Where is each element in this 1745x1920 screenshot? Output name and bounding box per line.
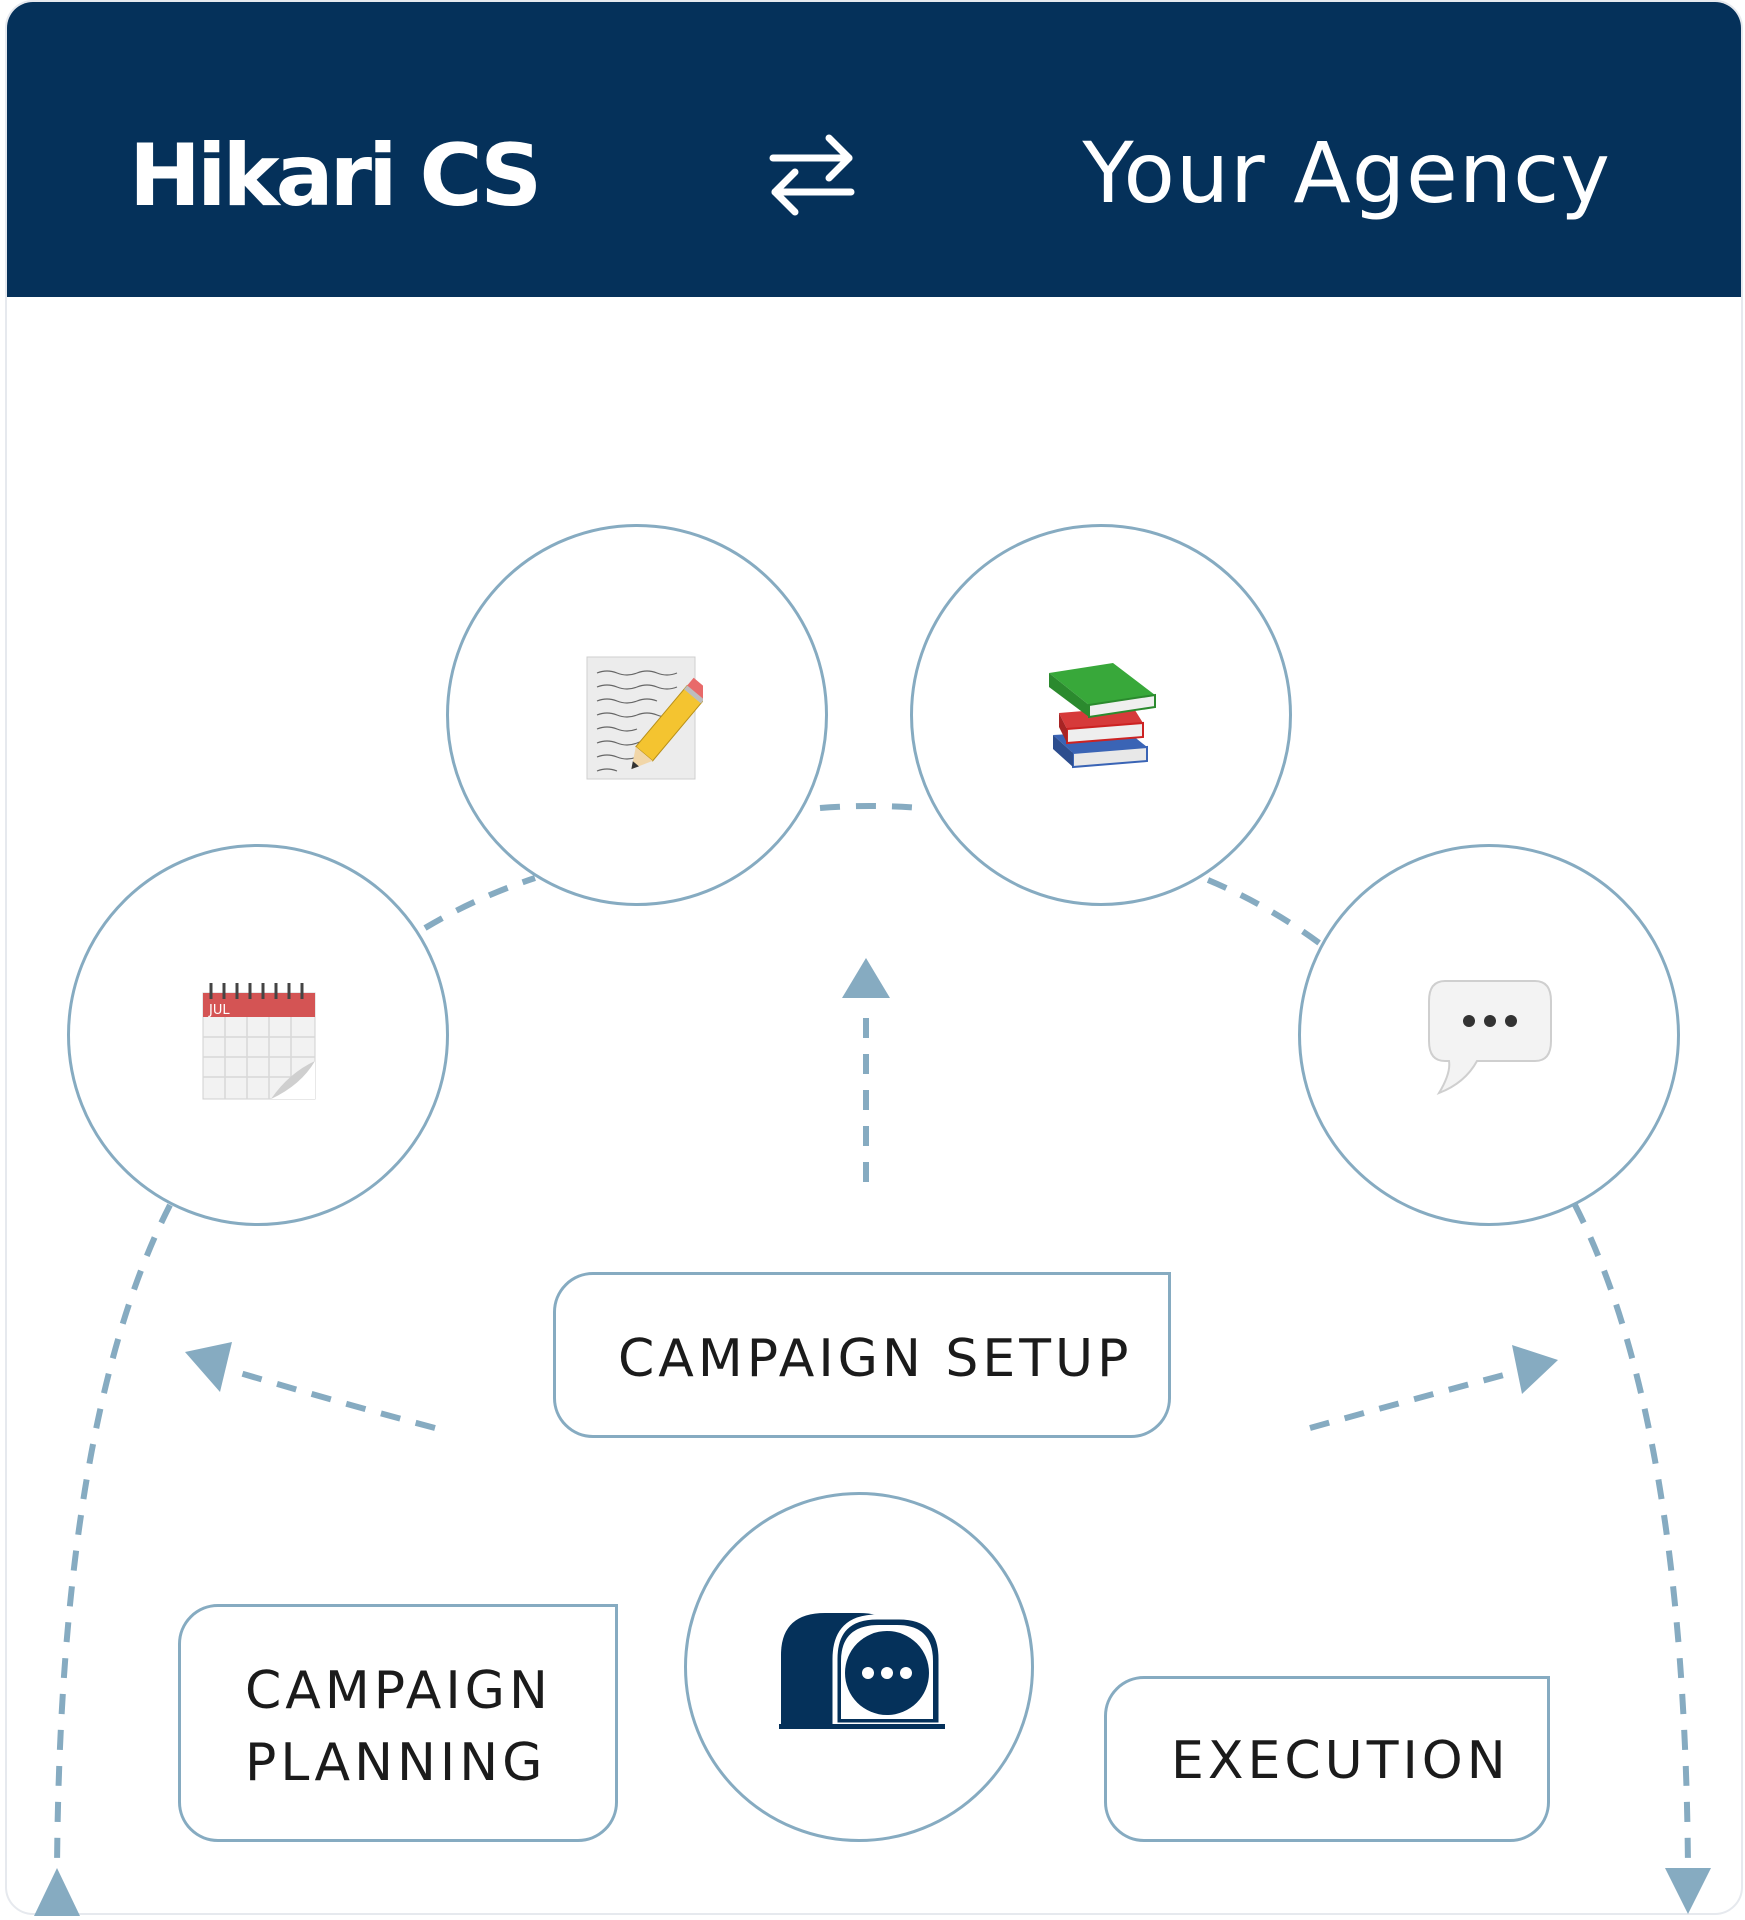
label-execution: EXECUTION — [1104, 1676, 1550, 1842]
arrowhead-left — [185, 1342, 232, 1392]
chat-bubbles-logo-icon — [779, 1613, 945, 1729]
swap-arrows-icon — [769, 134, 855, 216]
speech-bubble-icon — [1428, 980, 1552, 1095]
label-campaign-planning-text: CAMPAIGN PLANNING — [245, 1661, 552, 1793]
connector-setup-right — [1309, 1369, 1516, 1431]
brand-hikari-cs: Hikari CS — [129, 126, 542, 226]
label-campaign-setup-text: CAMPAIGN SETUP — [618, 1329, 1133, 1389]
svg-text:JUL: JUL — [208, 1003, 230, 1018]
arrowhead-right — [1512, 1345, 1558, 1394]
connector-right-arc — [1572, 1203, 1691, 1871]
arrowhead-up — [842, 958, 890, 998]
node-speech — [1298, 844, 1680, 1226]
node-document — [446, 524, 828, 906]
arrowhead-bottom-right — [1665, 1868, 1711, 1914]
arrowhead-bottom-left — [34, 1868, 80, 1916]
books-icon — [1049, 663, 1156, 769]
connector-left-arc — [54, 1203, 173, 1871]
node-books — [910, 524, 1292, 906]
label-execution-text: EXECUTION — [1171, 1731, 1510, 1791]
connector-books-speech — [1206, 877, 1324, 948]
memo-pencil-icon — [586, 656, 703, 780]
node-calendar: JUL — [67, 844, 449, 1226]
calendar-icon: JUL — [202, 983, 316, 1100]
node-center-logo — [684, 1492, 1034, 1842]
header-bar: Hikari CS Your Agency — [7, 2, 1741, 297]
connector-calendar-document — [423, 875, 536, 931]
connector-setup-left — [229, 1367, 436, 1431]
brand-your-agency: Your Agency — [1082, 124, 1611, 222]
label-campaign-setup: CAMPAIGN SETUP — [553, 1272, 1171, 1438]
label-campaign-planning: CAMPAIGN PLANNING — [178, 1604, 618, 1842]
connector-document-books — [819, 803, 921, 811]
